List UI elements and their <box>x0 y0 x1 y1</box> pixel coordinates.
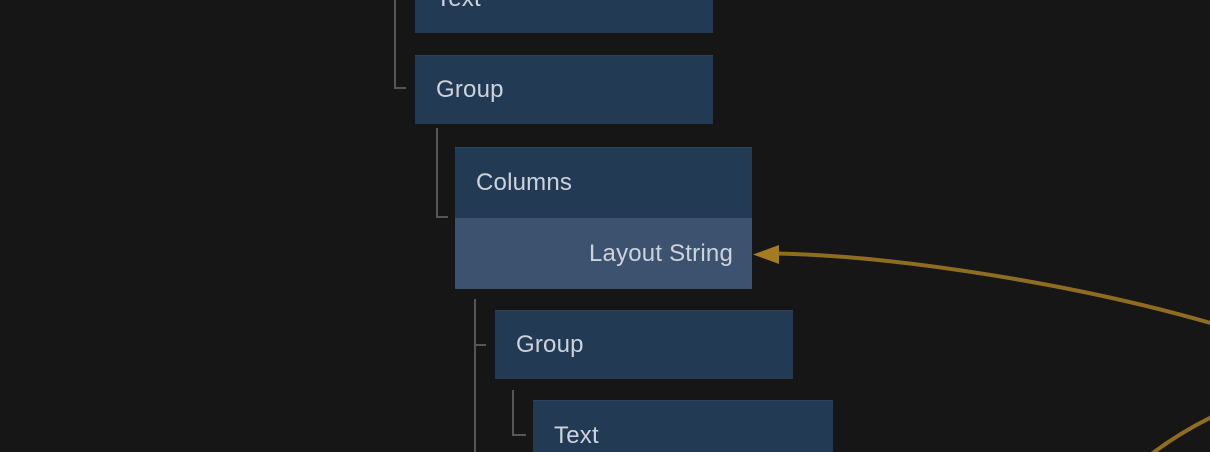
tree-connector-elbow <box>474 344 486 346</box>
connection-wire[interactable] <box>776 251 1210 325</box>
wire-arrowhead-icon <box>753 245 779 264</box>
tree-node-columns[interactable]: Columns <box>455 147 752 218</box>
tree-connector-elbow <box>436 216 448 218</box>
tree-node-text-bottom[interactable]: Text <box>533 400 833 452</box>
tree-connector-elbow <box>512 434 526 436</box>
node-label: Text <box>554 421 599 449</box>
input-port-label: Layout String <box>588 239 733 267</box>
input-port-layout-string[interactable]: Layout String <box>455 218 752 289</box>
tree-connector-line <box>474 299 476 452</box>
node-label: Group <box>516 331 584 358</box>
tree-node-group-2[interactable]: Group <box>495 310 793 379</box>
node-label: Text <box>415 0 481 13</box>
node-label: Columns <box>476 169 573 196</box>
connection-wire-2[interactable] <box>1146 415 1210 452</box>
tree-node-group-1[interactable]: Group <box>415 55 713 124</box>
tree-connector-line <box>512 390 514 436</box>
tree-connector-line <box>436 128 438 218</box>
tree-connector-line <box>394 0 396 89</box>
node-label: Group <box>436 76 504 103</box>
tree-connector-elbow <box>394 87 406 89</box>
tree-node-text-top[interactable]: Text <box>415 0 713 33</box>
